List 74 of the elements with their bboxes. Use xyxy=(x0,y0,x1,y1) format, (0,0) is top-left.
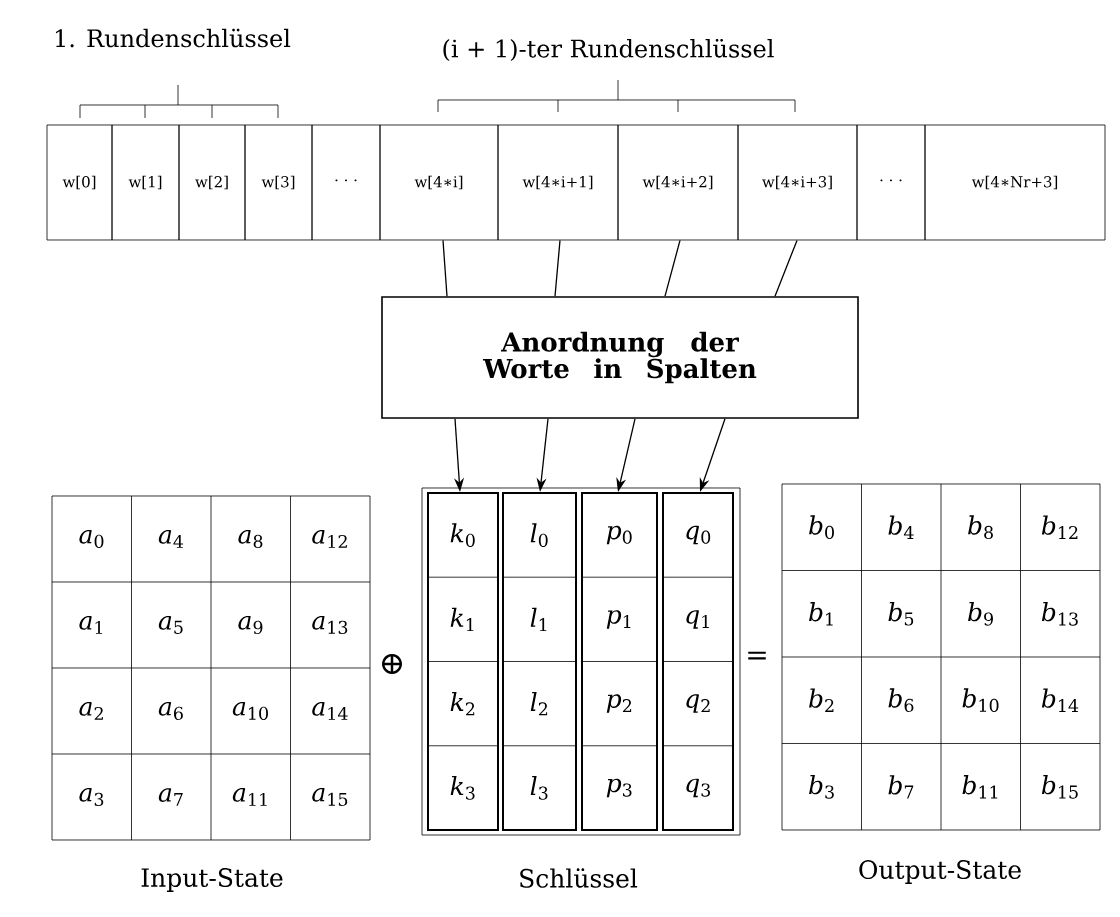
matrix-label: Output-State xyxy=(859,860,1021,884)
matrix-entry: a$_{7}$ xyxy=(158,788,183,806)
matrix-entry: b$_{9}$ xyxy=(968,601,993,626)
word-cell: w[2] xyxy=(178,124,246,241)
word-cell: · · · xyxy=(311,124,381,241)
process-box: Anordnung der Worte in Spalten xyxy=(381,296,859,419)
matrix-entry: p$_{3}$ xyxy=(606,778,632,798)
matrix-entry: b$_{2}$ xyxy=(809,688,834,712)
matrix-entry: p$_{0}$ xyxy=(606,525,632,545)
matrix-entry: k$_{3}$ xyxy=(450,776,475,800)
matrix-entry: a$_{5}$ xyxy=(158,616,183,634)
matrix-entry: a$_{1}$ xyxy=(79,616,103,634)
matrix-entry: b$_{1}$ xyxy=(809,602,833,626)
word-cell: w[4∗Nr+3] xyxy=(924,124,1106,241)
matrix-entry: q$_{0}$ xyxy=(686,525,711,545)
word-cell: w[0] xyxy=(46,124,113,241)
operator-symbol: ⊕ xyxy=(381,653,403,675)
matrix-entry: b$_{15}$ xyxy=(1041,774,1078,799)
state-matrix xyxy=(51,495,371,841)
matrix-entry: a$_{10}$ xyxy=(232,702,268,720)
bracket-label: 1. Rundenschlüssel xyxy=(55,28,291,48)
matrix-entry: a$_{3}$ xyxy=(79,788,104,806)
matrix-entry: k$_{2}$ xyxy=(450,691,475,716)
matrix-entry: q$_{3}$ xyxy=(686,778,710,798)
matrix-entry: a$_{0}$ xyxy=(79,530,104,548)
matrix-entry: a$_{15}$ xyxy=(312,788,348,806)
word-cell: w[4∗i] xyxy=(379,124,499,241)
matrix-entry: a$_{2}$ xyxy=(79,702,103,720)
matrix-entry: a$_{14}$ xyxy=(312,702,348,720)
matrix-entry: b$_{5}$ xyxy=(888,602,914,626)
word-cell: w[1] xyxy=(111,124,180,241)
matrix-label: Schlüssel xyxy=(520,868,638,888)
operator-symbol: = xyxy=(748,651,766,660)
matrix-entry: l$_{3}$ xyxy=(530,776,548,800)
matrix-entry: b$_{12}$ xyxy=(1041,515,1078,539)
matrix-entry: b$_{8}$ xyxy=(968,515,993,540)
state-matrix xyxy=(781,483,1101,831)
matrix-entry: b$_{14}$ xyxy=(1041,688,1079,712)
matrix-entry: a$_{8}$ xyxy=(238,530,263,548)
matrix-entry: b$_{11}$ xyxy=(962,775,998,799)
matrix-entry: b$_{6}$ xyxy=(888,688,914,713)
matrix-entry: k$_{0}$ xyxy=(450,523,475,547)
word-cell: · · · xyxy=(856,124,926,241)
bracket-label: (i + 1)-ter Rundenschlüssel xyxy=(443,38,774,62)
key-column xyxy=(427,492,499,831)
matrix-entry: l$_{1}$ xyxy=(530,607,547,632)
matrix-entry: k$_{1}$ xyxy=(450,607,474,632)
matrix-entry: b$_{13}$ xyxy=(1041,601,1078,626)
matrix-entry: a$_{12}$ xyxy=(312,530,347,548)
matrix-entry: a$_{6}$ xyxy=(158,702,183,720)
matrix-entry: q$_{2}$ xyxy=(686,694,710,713)
matrix-entry: p$_{2}$ xyxy=(606,694,632,713)
key-column xyxy=(581,492,658,831)
key-column xyxy=(502,492,577,831)
matrix-label: Input-State xyxy=(141,868,283,892)
matrix-entry: a$_{9}$ xyxy=(238,616,263,634)
matrix-entry: b$_{7}$ xyxy=(888,775,914,799)
matrix-entry: b$_{0}$ xyxy=(809,515,834,540)
matrix-entry: b$_{3}$ xyxy=(809,774,834,799)
word-cell: w[4∗i+2] xyxy=(617,124,739,241)
word-cell: w[3] xyxy=(244,124,313,241)
matrix-entry: l$_{0}$ xyxy=(530,523,548,547)
matrix-entry: b$_{4}$ xyxy=(888,515,914,539)
matrix-entry: l$_{2}$ xyxy=(530,691,548,716)
key-matrix xyxy=(421,487,741,836)
word-cell: w[4∗i+3] xyxy=(737,124,858,241)
matrix-entry: a$_{4}$ xyxy=(158,530,184,548)
matrix-entry: a$_{13}$ xyxy=(312,616,348,634)
matrix-entry: a$_{11}$ xyxy=(232,788,267,806)
matrix-entry: q$_{1}$ xyxy=(686,610,709,629)
matrix-entry: p$_{1}$ xyxy=(606,610,631,629)
matrix-entry: b$_{10}$ xyxy=(962,688,999,713)
key-column xyxy=(662,492,734,831)
word-cell: w[4∗i+1] xyxy=(497,124,619,241)
